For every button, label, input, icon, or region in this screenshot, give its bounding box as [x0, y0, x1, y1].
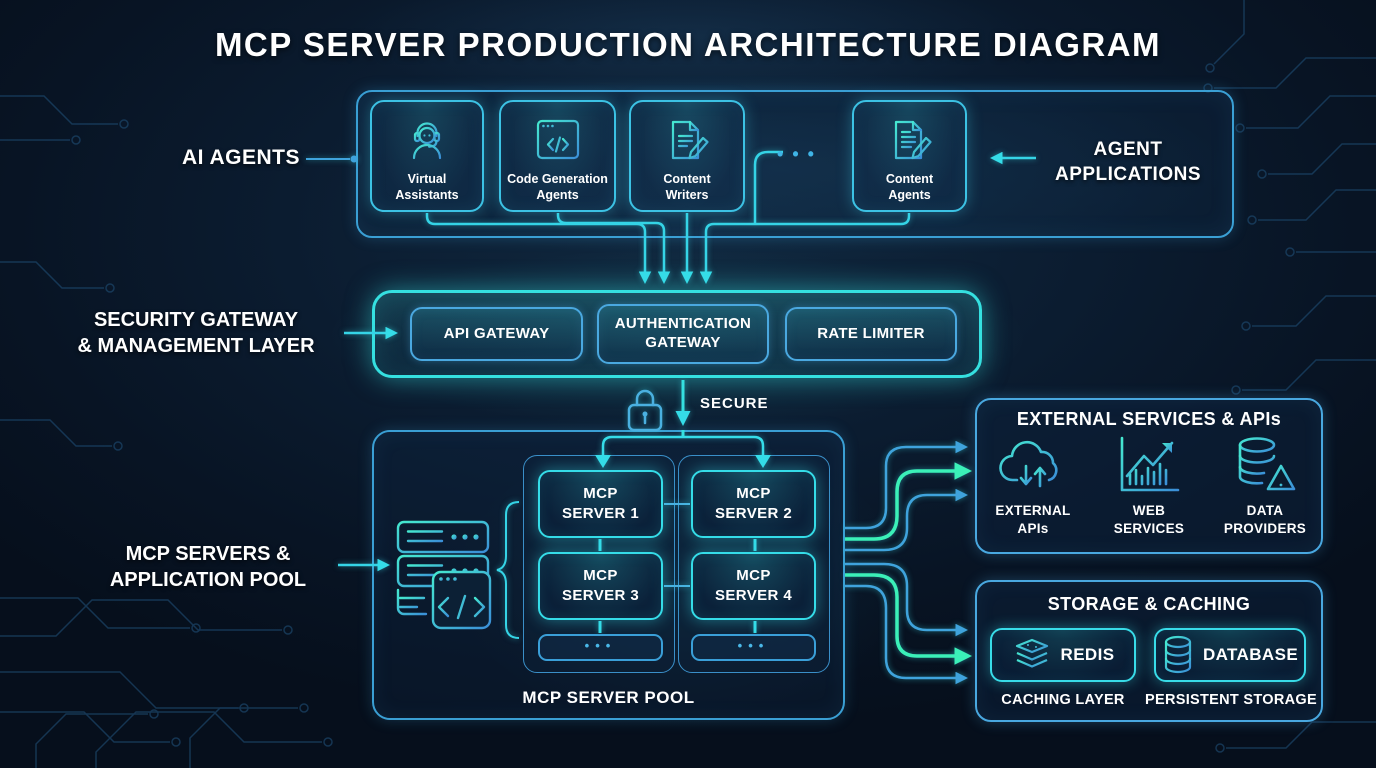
external-services-title: EXTERNAL SERVICES & APIs: [1016, 409, 1282, 429]
headset-agent-icon: [403, 112, 451, 168]
agent-label-line: Writers: [665, 188, 709, 203]
web-services-item: WEB SERVICES: [1093, 432, 1205, 537]
cloud-transfer-icon: [995, 432, 1071, 498]
agents-ellipsis: •••: [777, 144, 823, 164]
agent-label-line: Agents: [536, 188, 579, 203]
ext-item-label-line: EXTERNAL: [995, 503, 1071, 518]
pool-ellipsis: •••: [737, 638, 770, 653]
ext-item-label-line: APIs: [1017, 520, 1049, 536]
mcp-server-label-line: SERVER 4: [714, 587, 793, 604]
more-servers-box: •••: [538, 634, 663, 661]
agent-label-line: Virtual: [407, 172, 447, 186]
external-services-items: EXTERNAL APIs WEB SERVICES: [975, 432, 1323, 537]
agent-label-line: Agents: [888, 188, 931, 203]
mcp-server-label-line: MCP: [583, 484, 618, 502]
mcp-servers-pool-label: MCP SERVERS & APPLICATION POOL: [72, 541, 344, 593]
agent-applications-label: AGENT APPLICATIONS: [1040, 138, 1216, 187]
ext-item-label-line: PROVIDERS: [1223, 520, 1307, 536]
authentication-gateway-box: AUTHENTICATION GATEWAY: [597, 304, 769, 364]
agent-card-content-agents: Content Agents: [852, 100, 967, 212]
agent-applications-line: AGENT: [1093, 139, 1163, 160]
ext-item-label-line: SERVICES: [1113, 520, 1185, 536]
mcp-server-label-line: MCP: [583, 566, 618, 584]
ext-item-label-line: DATA: [1246, 503, 1284, 518]
security-label-line: & MANAGEMENT LAYER: [77, 335, 315, 357]
pool-label-line: MCP SERVERS &: [125, 543, 291, 565]
document-pencil-icon: [886, 112, 934, 168]
secure-label: SECURE: [700, 395, 769, 412]
database-box: DATABASE: [1154, 628, 1306, 682]
more-servers-box: •••: [691, 634, 816, 661]
pool-ellipsis: •••: [584, 638, 617, 653]
agent-label-line: Content: [663, 172, 711, 186]
mcp-server-1-box: MCP SERVER 1: [538, 470, 663, 538]
api-gateway-box: API GATEWAY: [410, 307, 583, 361]
lock-icon: [627, 389, 663, 432]
mcp-server-label-line: MCP: [736, 566, 771, 584]
database-label: DATABASE: [1202, 645, 1299, 664]
mcp-server-2-box: MCP SERVER 2: [691, 470, 816, 538]
persistent-storage-caption: PERSISTENT STORAGE: [1145, 692, 1317, 708]
cache-layers-icon: [1015, 638, 1048, 668]
storage-caching-title: STORAGE & CACHING: [1047, 594, 1251, 614]
mcp-server-label-line: SERVER 2: [714, 505, 793, 522]
mcp-server-label-line: SERVER 3: [561, 587, 640, 604]
agent-label-line: Code Generation: [507, 172, 608, 186]
page-title: MCP SERVER PRODUCTION ARCHITECTURE DIAGR…: [214, 26, 1162, 63]
code-window-icon: [534, 112, 582, 168]
database-cylinder-icon: [1164, 635, 1192, 674]
redis-label: REDIS: [1060, 645, 1115, 664]
mcp-server-label-line: MCP: [736, 484, 771, 502]
rate-limiter-box: RATE LIMITER: [785, 307, 957, 361]
external-apis-item: EXTERNAL APIs: [977, 432, 1089, 537]
agent-card-content-writers: Content Writers: [629, 100, 745, 212]
agent-card-code-generation: Code Generation Agents: [499, 100, 616, 212]
ai-agents-label: AI AGENTS: [181, 146, 300, 169]
agent-label-line: Assistants: [395, 188, 459, 203]
database-alert-icon: [1229, 432, 1301, 498]
caching-layer-caption: CACHING LAYER: [1001, 692, 1125, 708]
mcp-server-3-box: MCP SERVER 3: [538, 552, 663, 620]
security-label-line: SECURITY GATEWAY: [93, 309, 299, 331]
redis-box: REDIS: [990, 628, 1136, 682]
server-rack-icon: [396, 520, 492, 630]
ext-item-label-line: WEB: [1132, 503, 1166, 518]
mcp-server-4-box: MCP SERVER 4: [691, 552, 816, 620]
agent-card-virtual-assistants: Virtual Assistants: [370, 100, 484, 212]
agent-applications-line: APPLICATIONS: [1054, 163, 1202, 185]
mcp-server-pool-caption: MCP SERVER POOL: [522, 688, 695, 707]
mcp-server-label-line: SERVER 1: [561, 505, 640, 522]
document-pencil-icon: [663, 112, 711, 168]
agent-label-line: Content: [885, 172, 934, 186]
analytics-chart-icon: [1114, 432, 1184, 498]
security-gateway-label: SECURITY GATEWAY & MANAGEMENT LAYER: [52, 307, 340, 359]
data-providers-item: DATA PROVIDERS: [1209, 432, 1321, 537]
pool-label-line: APPLICATION POOL: [109, 569, 307, 591]
